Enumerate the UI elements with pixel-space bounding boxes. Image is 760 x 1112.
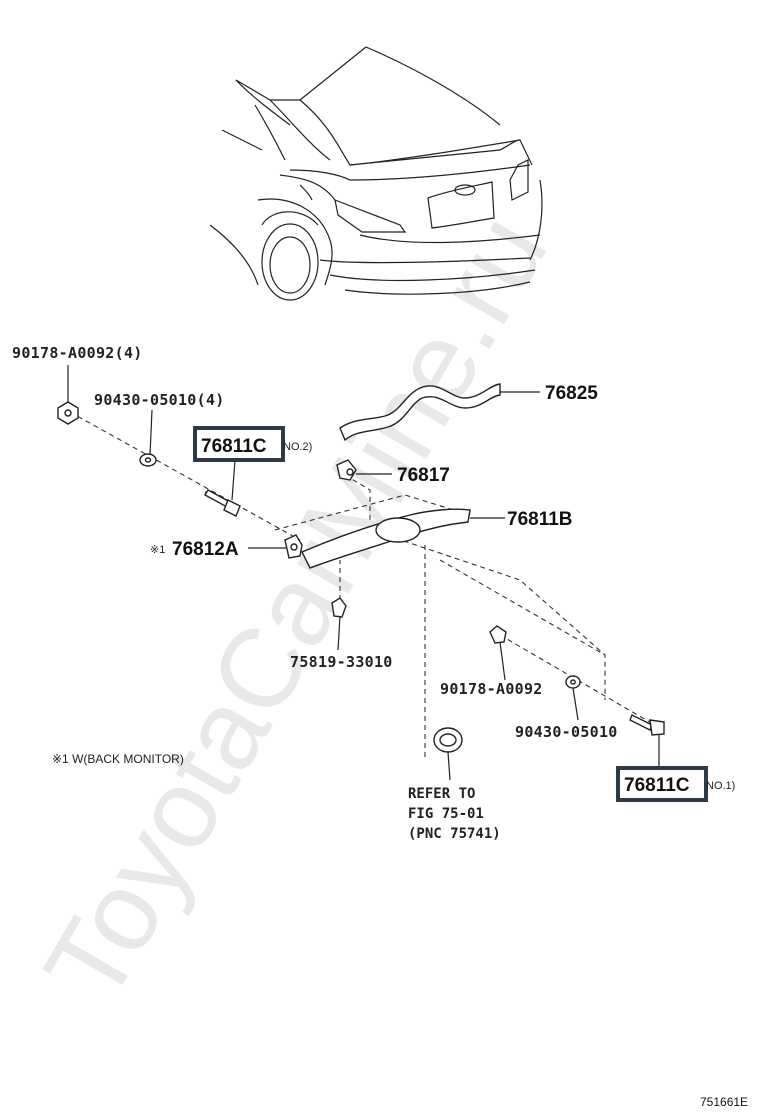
back-monitor-note: ※1 W(BACK MONITOR) [52, 752, 184, 766]
part-76811b-garnish [301, 508, 471, 569]
highlight-76811c-no2-suffix: NO.2) [283, 441, 312, 453]
callout-90178-a0092-4: 90178-A0092(4) [12, 344, 143, 362]
callout-note-marker: ※1 [150, 544, 165, 556]
reference-block: REFER TO FIG 75-01 (PNC 75741) [408, 786, 501, 842]
part-emblem [433, 727, 463, 753]
part-nut-90178-left [57, 401, 79, 425]
part-76812a-camera [284, 534, 303, 559]
callout-75819-33010: 75819-33010 [290, 653, 393, 671]
callout-76811b: 76811B [507, 509, 573, 530]
part-washer-90430-right [565, 675, 581, 689]
part-screw-76811c-no1 [629, 714, 665, 736]
callout-76817: 76817 [397, 465, 450, 486]
callout-90430-05010-4: 90430-05010(4) [94, 391, 225, 409]
highlight-76811c-no2-code: 76811C [201, 436, 267, 457]
part-screw-76811c-no2 [204, 489, 241, 517]
reference-line-1: REFER TO [408, 786, 475, 802]
reference-line-2: FIG 75-01 [408, 806, 484, 822]
callout-lines [67, 365, 660, 781]
part-nut-90178-right [489, 625, 507, 644]
reference-line-3: (PNC 75741) [408, 826, 501, 842]
highlight-76811c-no1-code: 76811C [624, 775, 690, 796]
callout-90430-05010: 90430-05010 [515, 723, 618, 741]
car-illustration [209, 46, 543, 301]
part-washer-90430-left [139, 453, 157, 467]
part-75819-clip [331, 597, 347, 618]
highlight-76811c-no1-suffix: NO.1) [706, 780, 735, 792]
callout-76812a: 76812A [172, 539, 239, 560]
highlight-76811c-no1[interactable]: 76811C NO.1) [616, 766, 735, 802]
callout-90178-a0092: 90178-A0092 [440, 680, 543, 698]
highlight-76811c-no2[interactable]: 76811C NO.2) [193, 426, 312, 462]
part-76817-clip [336, 459, 357, 481]
part-76825-wire [339, 383, 501, 442]
watermark-text: ToyotaCarMine.ru [21, 194, 571, 1022]
figure-id: 751661E [700, 1095, 748, 1109]
callout-76825: 76825 [545, 383, 598, 404]
